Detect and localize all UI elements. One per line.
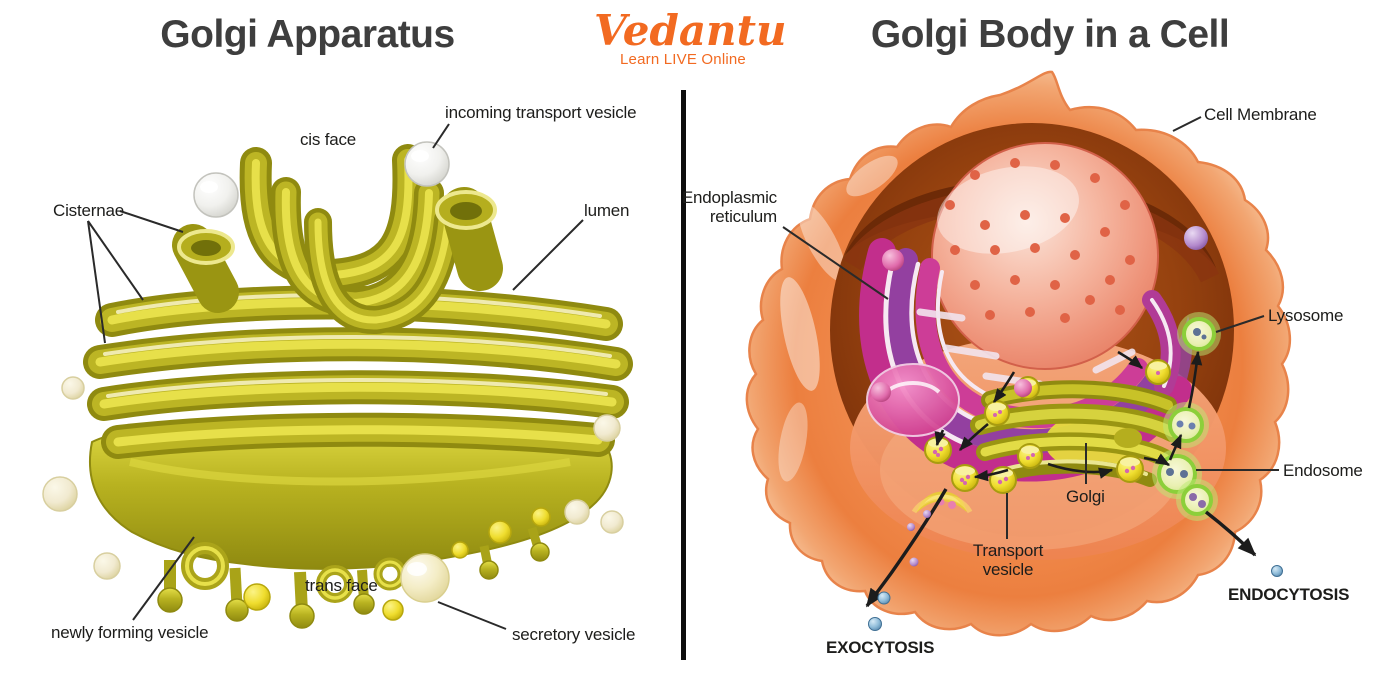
label-golgi: Golgi bbox=[1066, 487, 1105, 506]
leader-line-lumen bbox=[512, 219, 584, 291]
label-incoming-transport-vesicle: incoming transport vesicle bbox=[445, 103, 637, 122]
golgi-cis-cups bbox=[239, 144, 462, 335]
vedantu-logo-text: Vedantu bbox=[594, 6, 787, 55]
leader-line-incoming-vesicle bbox=[432, 123, 450, 149]
membrane-sheen bbox=[778, 155, 898, 482]
label-cis-face: cis face bbox=[300, 130, 357, 149]
label-cell-membrane: Cell Membrane bbox=[1204, 105, 1317, 124]
golgi-scattered-vesicles bbox=[42, 376, 624, 621]
label-endoplasmic-reticulum: Endoplasmic reticulum bbox=[681, 188, 777, 227]
label-exocytosis: EXOCYTOSIS bbox=[826, 638, 935, 657]
leader-line-newly-forming bbox=[132, 536, 195, 621]
leader-line-cisternae-1 bbox=[119, 210, 184, 233]
endosome-mid-shape bbox=[1163, 402, 1209, 448]
leader-line-cell-membrane bbox=[1172, 116, 1202, 132]
incoming-transport-vesicle-shape bbox=[193, 141, 450, 218]
endocytosis-arrow bbox=[1204, 510, 1257, 557]
label-newly-forming-vesicle: newly forming vesicle bbox=[51, 623, 209, 642]
golgi-drips bbox=[157, 526, 550, 629]
panel-divider bbox=[681, 90, 686, 660]
vedantu-logo: Vedantu Learn LIVE Online bbox=[594, 6, 787, 69]
golgi-cisternae-stack bbox=[83, 285, 633, 459]
right-leader-lines bbox=[782, 116, 1279, 539]
cell-illustration bbox=[745, 70, 1292, 637]
label-cisternae: Cisternae bbox=[53, 201, 124, 220]
golgi-tubule-left bbox=[172, 224, 239, 313]
leader-line-cisternae-3 bbox=[87, 220, 106, 344]
golgi-apparatus-illustration bbox=[42, 123, 633, 630]
label-lumen: lumen bbox=[584, 201, 630, 220]
secretory-vesicle-shape bbox=[400, 553, 450, 603]
endocytosis-vesicle-shape bbox=[1176, 479, 1218, 521]
label-transport-vesicle: Transport vesicle bbox=[972, 541, 1044, 580]
label-secretory-vesicle: secretory vesicle bbox=[512, 625, 636, 644]
label-lysosome: Lysosome bbox=[1268, 306, 1344, 325]
left-panel-title: Golgi Apparatus bbox=[160, 13, 455, 56]
leader-line-er bbox=[782, 226, 889, 300]
label-trans-face: trans face bbox=[305, 576, 378, 595]
leader-line-cisternae-2 bbox=[87, 220, 144, 301]
label-endocytosis: ENDOCYTOSIS bbox=[1228, 585, 1350, 604]
leader-line-secretory bbox=[437, 601, 507, 630]
golgi-tubule-right bbox=[435, 187, 503, 291]
leader-line-lysosome bbox=[1215, 315, 1265, 333]
left-leader-lines bbox=[87, 123, 584, 630]
secretion-dots bbox=[868, 510, 1283, 631]
nucleus-shape bbox=[931, 142, 1159, 370]
vedantu-tagline: Learn LIVE Online bbox=[620, 51, 746, 69]
right-panel-title: Golgi Body in a Cell bbox=[870, 13, 1230, 56]
lysosome-shape bbox=[1177, 312, 1221, 356]
free-spheres bbox=[871, 226, 1208, 402]
transport-arrows bbox=[934, 350, 1203, 482]
label-endosome: Endosome bbox=[1283, 461, 1363, 480]
